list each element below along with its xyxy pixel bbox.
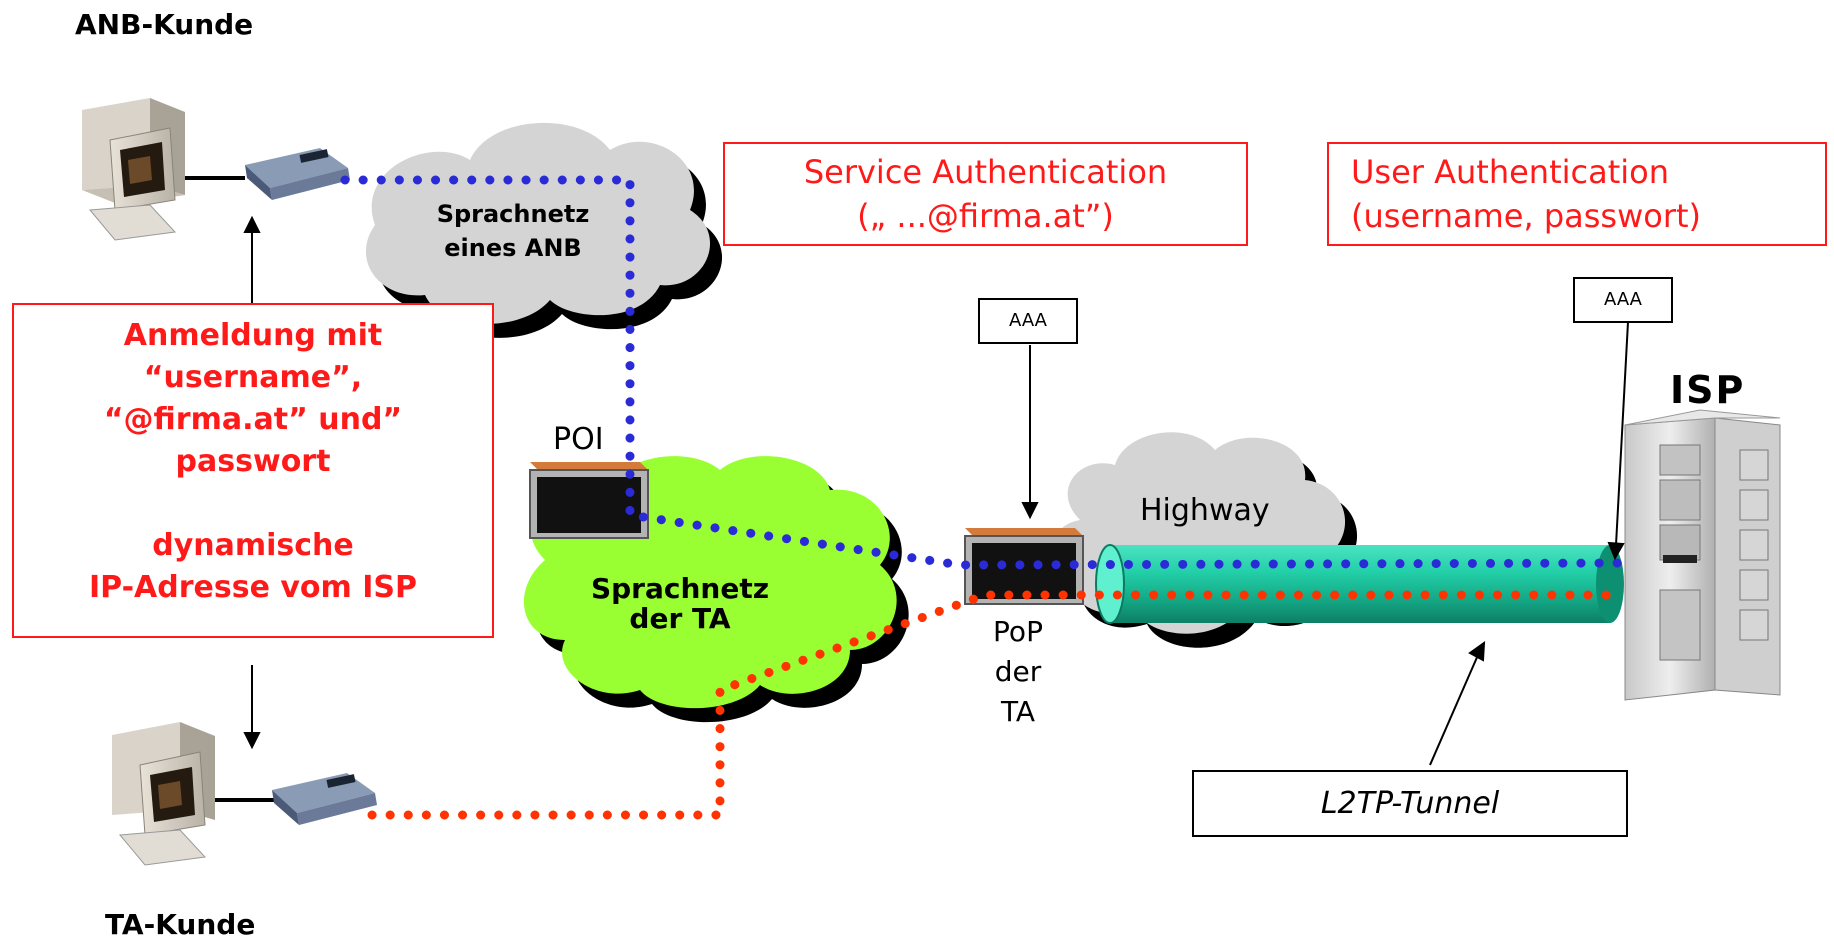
login-line-3: “@firma.at” und”	[103, 402, 403, 437]
login-line-6: dynamische	[152, 528, 354, 563]
anb-customer-label: ANB-Kunde	[75, 8, 254, 41]
login-line-4: passwort	[175, 444, 331, 479]
l2tp-tunnel-label: L2TP-Tunnel	[1320, 786, 1500, 821]
aaa-isp-box: AAA	[1573, 277, 1673, 323]
login-info-text: Anmeldung mit “username”, “@firma.at” un…	[14, 315, 492, 609]
ta-customer-label: TA-Kunde	[105, 908, 256, 941]
isp-label: ISP	[1670, 368, 1746, 412]
ta-computer-icon	[112, 722, 215, 866]
anb-modem-icon	[245, 148, 350, 200]
arrows	[243, 215, 1629, 766]
anb-voice-network-cloud	[365, 122, 723, 338]
service-auth-line-1: Service Authentication	[803, 153, 1168, 191]
ta-network-line-1: Sprachnetz	[590, 572, 770, 605]
user-auth-line-2: (username, passwort)	[1351, 197, 1702, 235]
login-line-1: Anmeldung mit	[123, 318, 383, 353]
login-line-5	[14, 483, 492, 525]
ta-data-path	[367, 590, 1615, 820]
login-line-7: IP-Adresse vom ISP	[88, 570, 418, 605]
anb-data-path	[340, 175, 1630, 570]
isp-server-icon	[1624, 409, 1781, 701]
aaa-pop-box: AAA	[978, 298, 1078, 344]
ta-network-label: Sprachnetz der TA	[590, 574, 770, 634]
service-auth-line-2: („ ...@firma.at”)	[857, 197, 1114, 235]
user-authentication-text: User Authentication (username, passwort)	[1351, 150, 1701, 238]
anb-computer-icon	[82, 98, 185, 241]
l2tp-tunnel	[1095, 544, 1624, 624]
login-info-callout: Anmeldung mit “username”, “@firma.at” un…	[12, 303, 494, 638]
ta-modem-icon	[272, 773, 377, 825]
pop-label: PoP der TA	[978, 612, 1058, 732]
pop-line-2: der	[994, 655, 1042, 688]
login-line-2: “username”,	[143, 360, 363, 395]
user-auth-line-1: User Authentication	[1351, 153, 1670, 191]
pop-line-3: TA	[1000, 695, 1036, 728]
aaa-isp-label: AAA	[1604, 289, 1642, 310]
poi-router-icon	[529, 462, 649, 539]
service-authentication-text: Service Authentication („ ...@firma.at”)	[725, 150, 1246, 238]
aaa-pop-label: AAA	[1009, 310, 1047, 331]
user-authentication-callout: User Authentication (username, passwort)	[1327, 142, 1827, 246]
anb-network-line-1: Sprachnetz	[436, 200, 590, 228]
ta-network-line-2: der TA	[629, 602, 731, 635]
poi-label: POI	[553, 422, 604, 457]
pop-line-1: PoP	[993, 615, 1043, 648]
l2tp-tunnel-box: L2TP-Tunnel	[1192, 770, 1628, 837]
anb-network-label: Sprachnetz eines ANB	[408, 197, 618, 265]
anb-network-line-2: eines ANB	[444, 234, 582, 262]
highway-label: Highway	[1140, 493, 1270, 528]
service-authentication-callout: Service Authentication („ ...@firma.at”)	[723, 142, 1248, 246]
